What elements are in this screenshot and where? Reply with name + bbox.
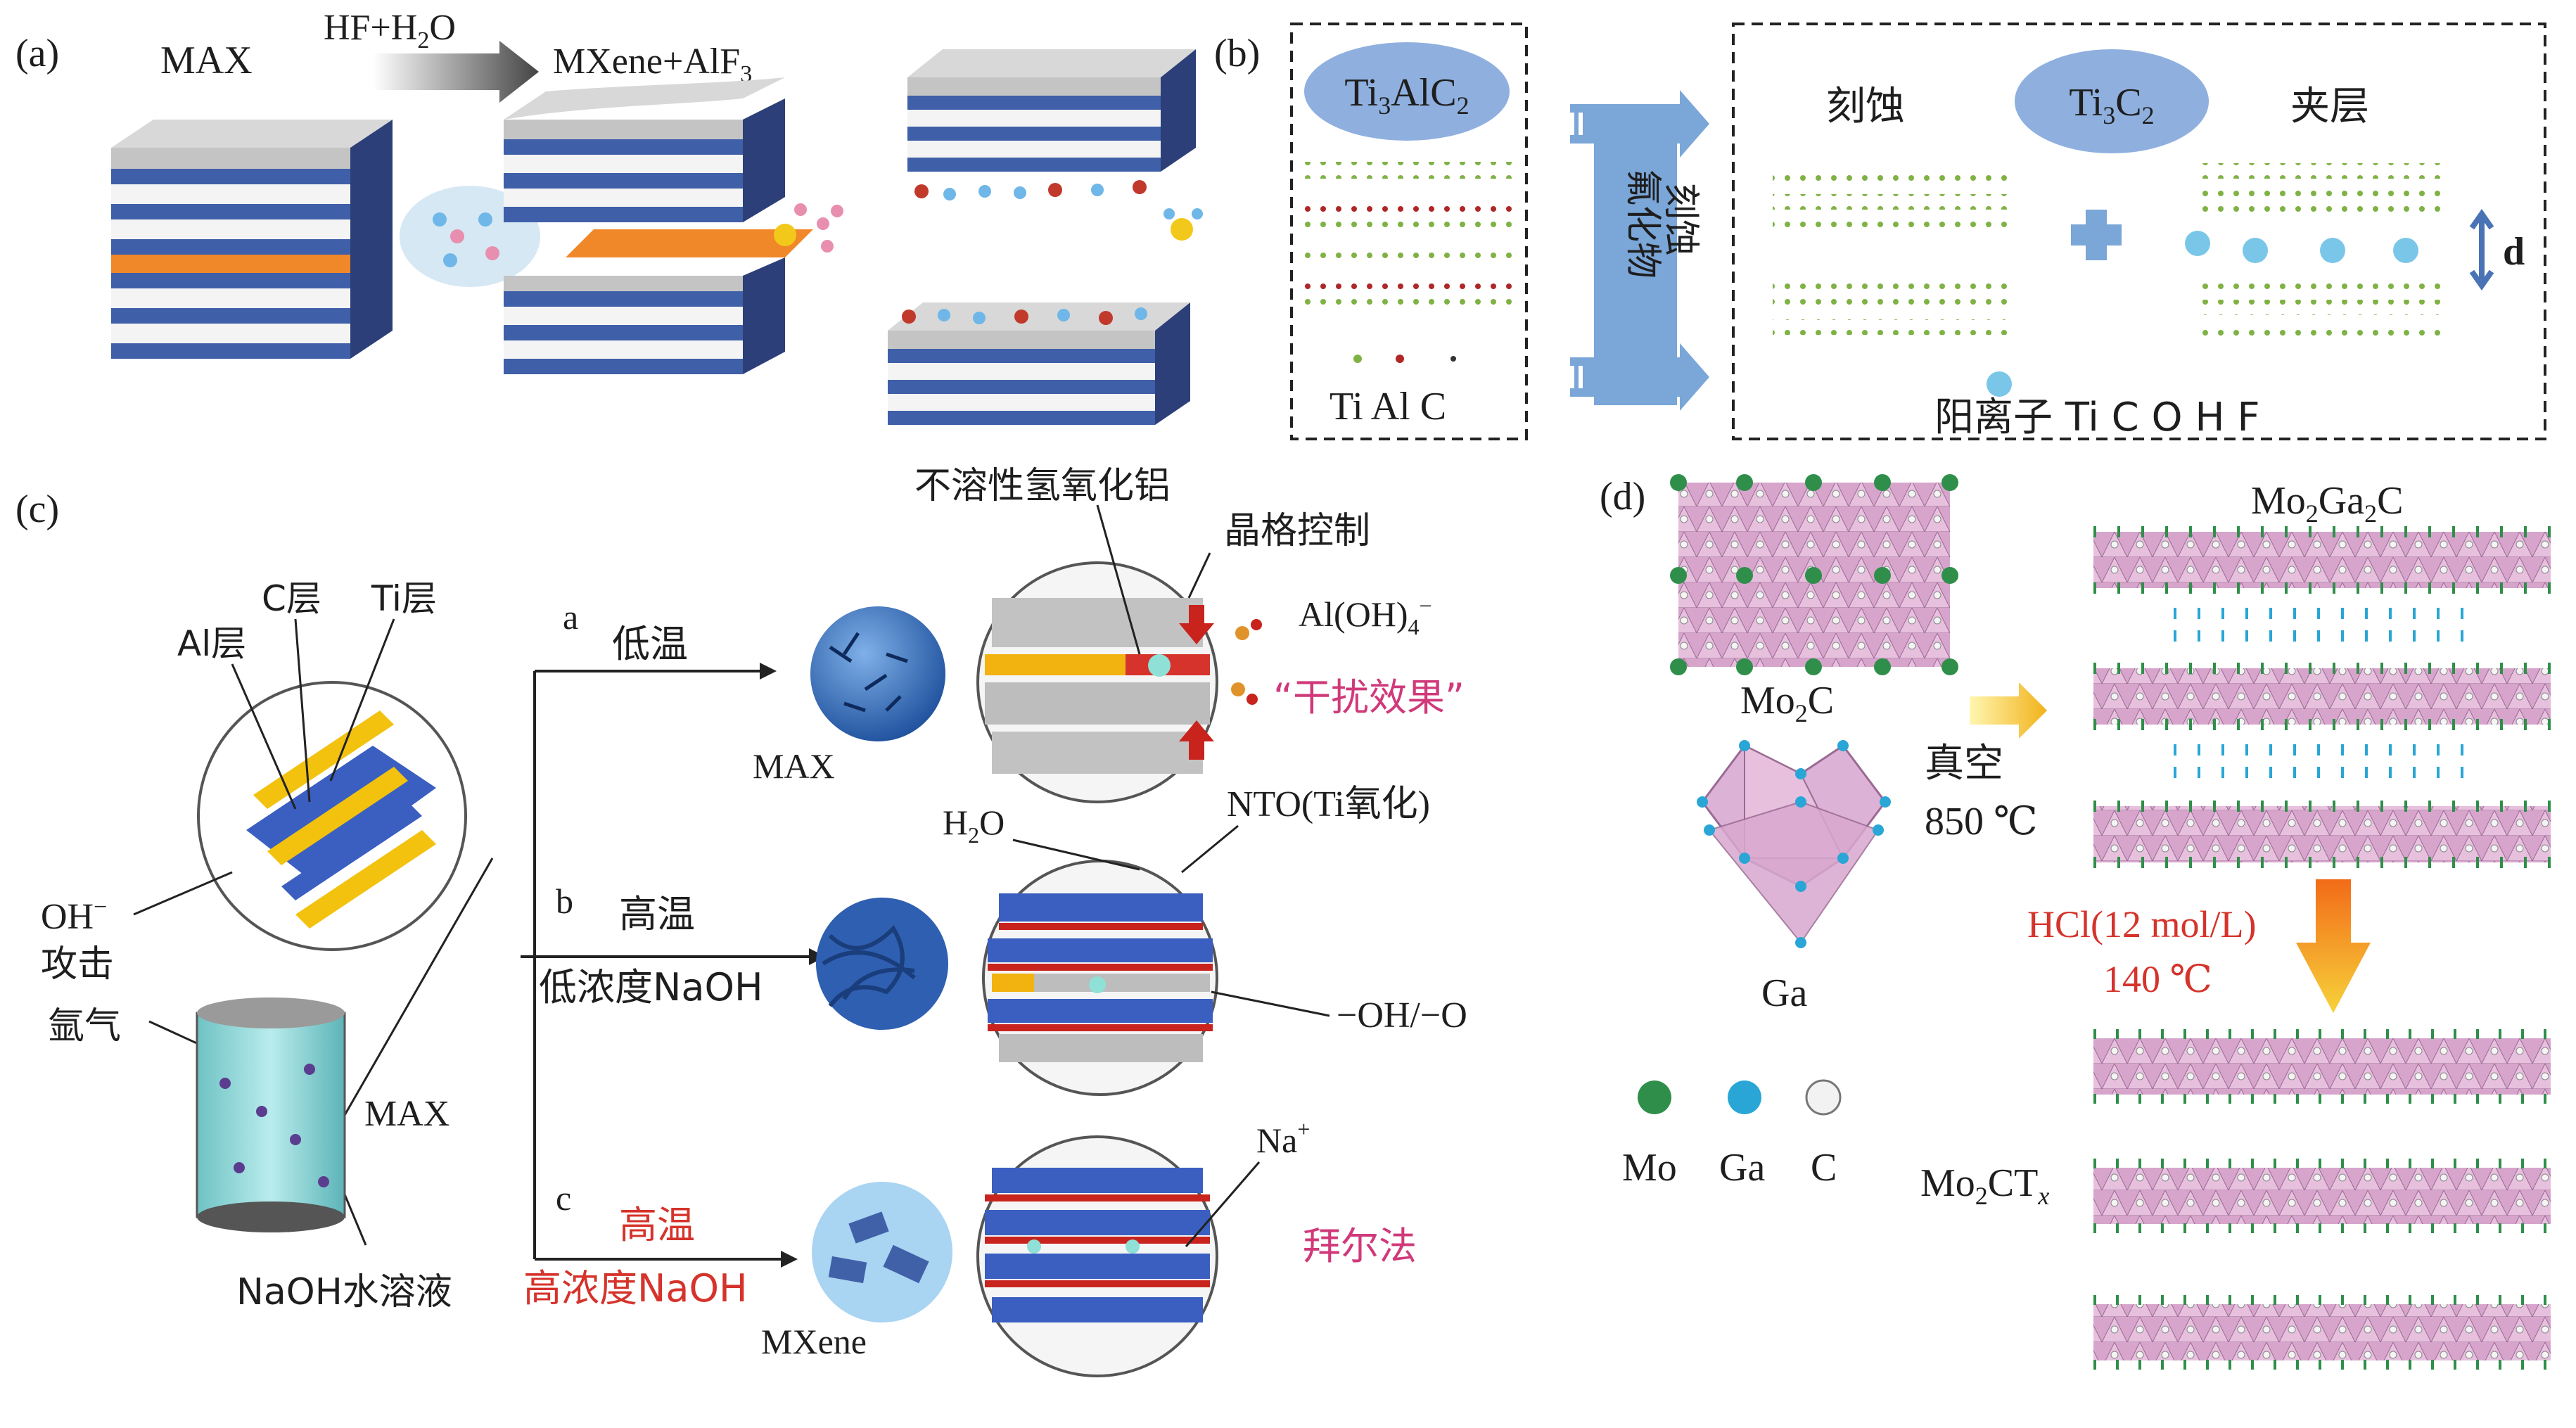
etching-arrow [373,41,539,103]
c-layer-label: C层 [262,578,321,619]
mxene-sphere-label: MXene [761,1322,867,1361]
termination-label: −OH/−O [1337,995,1467,1035]
nto-label: NTO(Ti氧化) [1227,784,1430,824]
max-sphere-label: MAX [753,746,835,786]
etch-arrow-top [1570,90,1709,158]
temp-140: 140 ℃ [2103,958,2212,1000]
max-sphere [810,606,945,741]
element-legend: Ti Al C [1330,385,1446,428]
lattice-control-label: 晶格控制 [1224,510,1370,552]
panel-a: (a) MAX HF+H2O MXene+AlF3 [15,8,1203,425]
mxene-ellipse [2015,49,2209,153]
route-b-condition-1: 高温 [619,892,695,936]
route-a-condition: 低温 [612,622,688,666]
parent-phase-label: Ti3AlC2 [1344,71,1469,120]
naoh-solution-label: NaOH水溶液 [236,1271,452,1313]
max-crystal-zoom [246,710,436,929]
vacuum-label: 真空 [1925,741,2003,786]
hcl-label: HCl(12 mol/L) [2027,903,2256,945]
water-label: H2O [943,803,1005,848]
separated-mxene-stacks [888,49,1203,425]
parent-phase-box [1290,23,1528,440]
legend-ga: Ga [1719,1146,1765,1190]
al-layer-label: Al层 [177,623,246,664]
mo2ga2c-label: Mo2Ga2C [2251,479,2403,528]
nanowire-ball [816,898,948,1030]
route-b: b [556,881,573,921]
ti3alc2-lattice [1300,162,1518,312]
panel-c-tag: (c) [15,487,59,531]
mxene-sphere [812,1182,952,1322]
attack-label: 攻击 [41,943,114,986]
etch-vertical-label-1: 氟化物 [1621,169,1664,279]
panel-d-tag: (d) [1600,475,1645,518]
bayer-label: 拜尔法 [1303,1224,1417,1268]
c-legend-dot [1805,1079,1842,1116]
panel-b-tag: (b) [1214,32,1260,75]
argon-label: 氩气 [48,1005,121,1047]
panel-b: (b) Ti3AlC2 Ti Al C 氟化物 刻蚀 刻蚀 Ti3C2 夹层 [1214,23,2546,440]
legend-mo: Mo [1622,1146,1677,1190]
ion-legend: 阳离子 Ti C O H F [1934,395,2260,440]
oh-attack-label: OH− [41,894,107,937]
aluminate-label: Al(OH)4− [1299,593,1432,639]
route-c: c [556,1178,571,1218]
route-b-lattice [988,893,1213,1062]
mo2c-label: Mo2C [1740,679,1834,727]
interlayer-d: d [2503,230,2525,274]
al-layer [111,255,350,273]
mo2ga2c-structure [2093,526,2551,868]
plus-sign [2071,210,2122,260]
etched-lattice [1773,173,2012,335]
product-box [1732,23,2546,440]
panel-c: (c) C层 Ti层 Al层 OH− 攻击 氩气 [15,465,1467,1377]
ga-label: Ga [1761,971,1807,1015]
hcl-arrow [2296,879,2371,1013]
opening-layer-stack [504,77,843,374]
interference-label: “干扰效果” [1273,675,1465,720]
ga-structure [1697,740,1891,948]
ga-legend-dot [1728,1080,1761,1114]
sodium-label: Na+ [1256,1116,1310,1160]
mo-legend-dot [1638,1080,1671,1114]
panel-d: (d) Mo2C Ga 真空 850 ℃ Mo2Ga2C [1600,474,2551,1370]
route-c-lattice [985,1168,1210,1322]
route-c-condition-2: 高浓度NaOH [523,1266,748,1311]
etch-vertical-label-2: 刻蚀 [1659,183,1702,256]
vacuum-arrow [1970,682,2047,739]
temp-850: 850 ℃ [1925,800,2038,843]
mxene-label: Ti3C2 [2069,81,2154,129]
max-label: MAX [160,39,253,82]
panel-a-tag: (a) [15,32,59,75]
mo2ctx-label: Mo2CTx [1920,1161,2049,1210]
legend-c: C [1811,1146,1837,1190]
etch-label: 刻蚀 [1826,84,1905,129]
route-a: a [563,597,578,637]
parent-phase-ellipse [1304,42,1510,141]
insoluble-aluminum-label: 不溶性氢氧化铝 [914,465,1171,507]
reactor-cylinder [196,997,346,1232]
route-c-condition-1: 高温 [619,1203,695,1247]
intercalation-label: 夹层 [2290,84,2369,129]
ti-layer-label: Ti层 [371,578,437,619]
reagent-label: HF+H2O [324,8,456,53]
interlayer-arrow [2469,209,2494,291]
product-label: MXene+AlF3 [553,42,752,87]
max-layer-stack [111,120,540,359]
mo2ctx-structure [2093,1029,2551,1370]
route-b-condition-2: 低浓度NaOH [539,965,763,1009]
intercalated-lattice [2185,163,2441,336]
max-solid-label: MAX [364,1094,449,1134]
etch-arrow-bottom [1570,343,1709,411]
route-a-lattice [985,598,1214,774]
